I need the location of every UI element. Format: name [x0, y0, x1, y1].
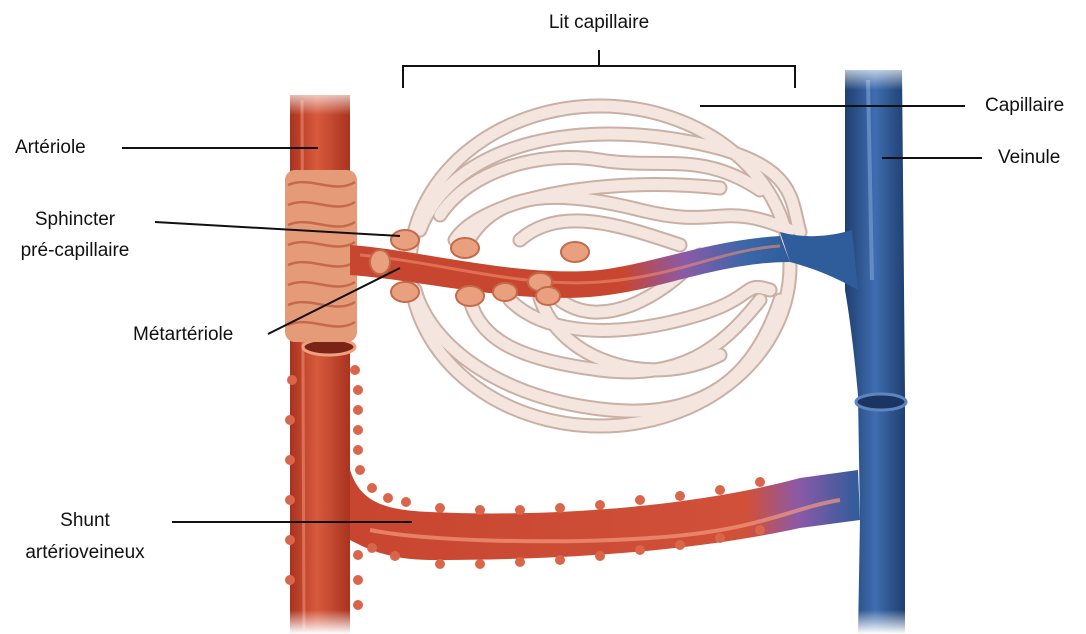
label-lit-capillaire: Lit capillaire [534, 10, 664, 36]
arteriole-sphincter-wrap [285, 170, 357, 342]
label-shunt-line2: artérioveineux [12, 540, 158, 566]
label-sphincter-line1: Sphincter [10, 207, 140, 233]
label-metarteriole: Métartériole [133, 322, 233, 348]
metarteriole-vessel [350, 230, 790, 306]
label-sphincter-line2: pré-capillaire [4, 238, 146, 264]
venule [780, 70, 906, 634]
label-capillaire: Capillaire [985, 93, 1064, 119]
sphincter-leader-line [155, 222, 400, 236]
capillary-bed-bracket [403, 50, 795, 88]
label-veinule: Veinule [998, 145, 1060, 171]
label-shunt-line1: Shunt [20, 508, 150, 534]
label-arteriole: Artériole [15, 135, 86, 161]
shunt-vessel [350, 470, 860, 569]
